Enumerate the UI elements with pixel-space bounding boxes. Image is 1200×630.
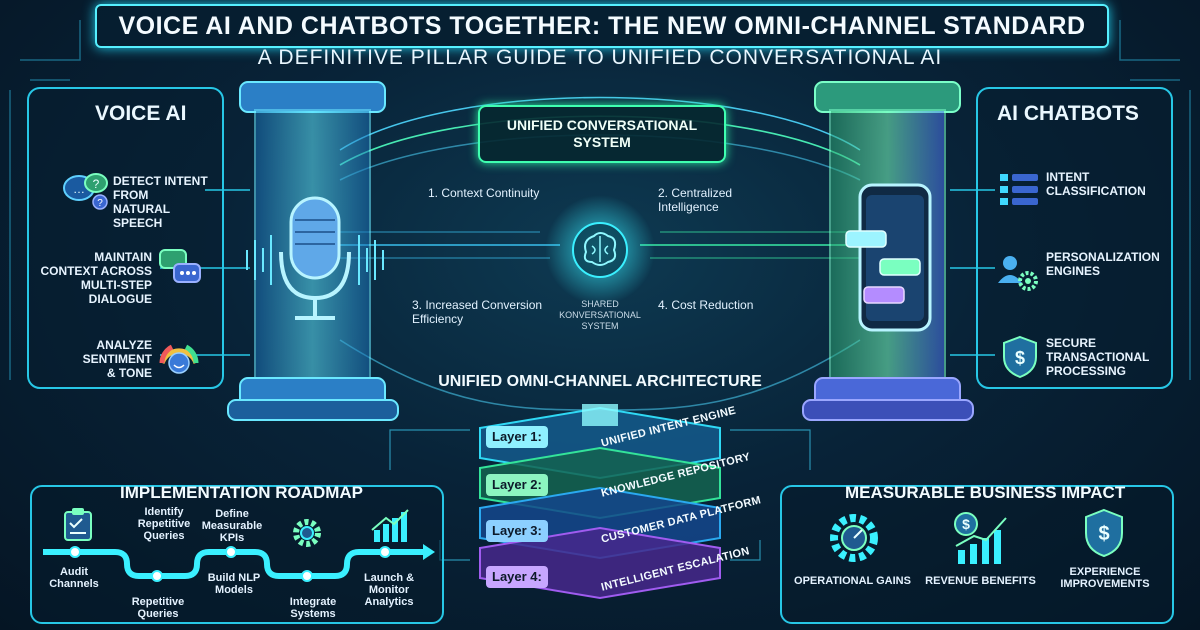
- layer-1-tag: Layer 1:: [486, 426, 548, 448]
- microphone-icon: [246, 196, 384, 320]
- benefit-2: 2. Centralized Intelligence: [658, 186, 733, 214]
- architecture-stack: [479, 404, 721, 600]
- benefit-4: 4. Cost Reduction: [658, 298, 754, 312]
- chatbot-feature-2: PERSONALIZATION ENGINES: [1046, 250, 1160, 278]
- voice-feature-1: DETECT INTENT FROM NATURAL SPEECH: [113, 174, 208, 230]
- chart-icon: [371, 509, 409, 542]
- chatbot-feature-1: INTENT CLASSIFICATION: [1046, 170, 1146, 198]
- roadmap-step-define: Define Measurable KPIs: [201, 508, 263, 544]
- voice-feature-2: MAINTAIN CONTEXT ACROSS MULTI-STEP DIALO…: [40, 250, 152, 306]
- chatbots-label: AI CHATBOTS: [997, 102, 1139, 125]
- sentiment-gauge-icon: [159, 344, 199, 374]
- svg-text:?: ?: [93, 177, 100, 191]
- layer-2-tag: Layer 2:: [486, 474, 548, 496]
- chat-bubbles-icon: ? … ?: [63, 173, 108, 210]
- layer-2-name: Layer 2:: [492, 477, 542, 492]
- brain-icon: [572, 222, 628, 278]
- impact-operational: OPERATIONAL GAINS: [794, 575, 911, 587]
- svg-text:$: $: [1015, 348, 1025, 368]
- svg-text:?: ?: [97, 198, 103, 209]
- page-title: VOICE AI AND CHATBOTS TOGETHER: THE NEW …: [118, 11, 1086, 40]
- roadmap-step-identify: Identify Repetitive Queries: [137, 506, 191, 542]
- shield-dollar-icon-impact: $: [1085, 508, 1123, 558]
- roadmap-step-launch: Launch & Monitor Analytics: [363, 572, 415, 608]
- unified-system-box: UNIFIED CONVERSATIONAL SYSTEM: [478, 105, 726, 163]
- benefit-3: 3. Increased Conversion Efficiency: [412, 298, 543, 326]
- impact-experience: EXPERIENCE IMPROVEMENTS: [1060, 566, 1150, 590]
- architecture-title: UNIFIED OMNI-CHANNEL ARCHITECTURE: [438, 373, 762, 390]
- unified-system-title: UNIFIED CONVERSATIONAL SYSTEM: [506, 117, 698, 150]
- roadmap-title: IMPLEMENTATION ROADMAP: [120, 483, 364, 502]
- roadmap-step-integrate: Integrate Systems: [289, 596, 337, 620]
- impact-revenue: REVENUE BENEFITS: [925, 575, 1036, 587]
- voice-ai-label: VOICE AI: [95, 102, 187, 125]
- benefit-1: 1. Context Continuity: [428, 186, 540, 200]
- page-subtitle: A DEFINITIVE PILLAR GUIDE TO UNIFIED CON…: [257, 46, 943, 69]
- shared-system-label: SHARED KONVERSATIONAL SYSTEM: [559, 299, 641, 331]
- roadmap-step-build: Build NLP Models: [207, 572, 261, 596]
- voice-feature-3: ANALYZE SENTIMENT & TONE: [82, 338, 152, 380]
- layer-3-name: Layer 3:: [492, 523, 542, 538]
- svg-text:$: $: [962, 516, 970, 532]
- roadmap-step-repetitive: Repetitive Queries: [131, 596, 185, 620]
- roadmap-step-audit: Audit Channels: [49, 566, 99, 590]
- layer-3-tag: Layer 3:: [486, 520, 548, 542]
- gear-gauge-icon: [830, 514, 878, 562]
- gear-icon: [293, 519, 321, 547]
- clipboard-icon: [64, 508, 92, 541]
- title-banner: VOICE AI AND CHATBOTS TOGETHER: THE NEW …: [95, 4, 1109, 48]
- layer-4-tag: Layer 4:: [486, 566, 548, 588]
- layer-4-name: Layer 4:: [492, 569, 542, 584]
- chatbot-feature-3: SECURE TRANSACTIONAL PROCESSING: [1046, 336, 1150, 378]
- impact-title: MEASURABLE BUSINESS IMPACT: [845, 483, 1126, 502]
- svg-text:…: …: [73, 182, 85, 196]
- list-icon: [1000, 174, 1038, 205]
- layer-1-name: Layer 1:: [492, 429, 542, 444]
- dollar-chart-icon: $: [954, 512, 1007, 564]
- smartphone-icon: [845, 183, 932, 332]
- speech-icon: [159, 249, 201, 283]
- users-gear-icon: [998, 256, 1038, 291]
- shield-dollar-icon: $: [1003, 335, 1037, 379]
- roadmap-path: [43, 544, 435, 582]
- svg-text:$: $: [1098, 523, 1109, 545]
